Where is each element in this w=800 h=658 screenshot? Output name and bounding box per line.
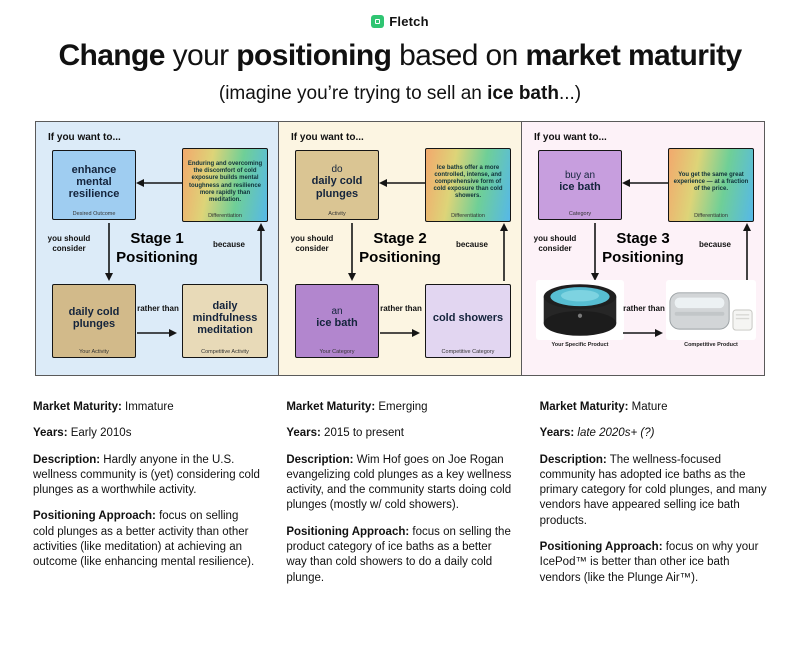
arrow-right-icon [623,329,663,337]
stage-1-description-column: Market Maturity: Immature Years: Early 2… [33,400,260,597]
icepod-product-image [536,280,624,340]
rather-than-label: rather than [137,304,179,313]
positioning-diagram: If you want to... enhance mental resilie… [35,121,765,376]
desired-outcome-box: enhance mental resilience Desired Outcom… [52,150,136,220]
activity-box: do daily cold plunges Activity [295,150,379,220]
category-box: buy an ice bath Category [538,150,622,220]
description-line: Description: Hardly anyone in the U.S. w… [33,453,260,497]
rather-than-label: rather than [623,304,665,313]
differentiation-box: Ice baths offer a more controlled, inten… [425,148,511,222]
stage-3-panel: If you want to... buy an ice bath Catego… [522,122,764,375]
arrow-left-icon [622,179,668,187]
because-label: because [212,240,246,249]
differentiation-box: Enduring and overcoming the discomfort o… [182,148,268,222]
box-caption: Competitive Category [441,349,495,355]
arrow-left-icon [136,179,182,187]
positioning-approach-line: Positioning Approach: focus on why your … [539,540,759,584]
stage-2-description-column: Market Maturity: Emerging Years: 2015 to… [286,400,513,597]
years-line: Years: 2015 to present [286,427,404,440]
brand-name: Fletch [389,14,429,29]
your-product: Your Specific Product [534,280,626,348]
box-caption: Desired Outcome [72,211,116,217]
product-caption: Competitive Product [684,342,738,348]
competitive-category-box: cold showers Competitive Category [425,284,511,358]
arrow-down-icon [591,223,599,281]
box-caption: Differentiation [208,213,242,219]
your-category-box: an ice bath Your Category [295,284,379,358]
arrow-left-icon [379,179,425,187]
years-line: Years: Early 2010s [33,427,132,440]
arrow-up-icon [257,223,265,281]
positioning-approach-line: Positioning Approach: focus on selling c… [33,510,255,569]
stage-1-panel: If you want to... enhance mental resilie… [36,122,279,375]
arrow-right-icon [380,329,420,337]
box-caption: Category [568,211,592,217]
competitive-activity-box: daily mindfulness meditation Competitive… [182,284,268,358]
stage-2-panel: If you want to... do daily cold plunges … [279,122,522,375]
years-line: Years: late 2020s+ (?) [539,427,655,440]
you-should-consider-label: you should consider [290,234,334,253]
description-line: Description: The wellness-focused commun… [539,453,767,527]
if-you-want-label: If you want to... [534,132,607,143]
brand-logo: Fletch [0,0,800,29]
you-should-consider-label: you should consider [47,234,91,253]
stage-3-description-column: Market Maturity: Mature Years: late 2020… [540,400,767,597]
competitive-product: Competitive Product [664,280,758,348]
box-caption: Differentiation [694,213,728,219]
description-line: Description: Wim Hof goes on Joe Rogan e… [286,453,512,512]
box-caption: Your Activity [79,349,109,355]
page-title: Change your positioning based on market … [58,39,742,72]
market-maturity-line: Market Maturity: Emerging [286,401,428,413]
your-activity-box: daily cold plunges Your Activity [52,284,136,358]
stage-descriptions: Market Maturity: Immature Years: Early 2… [33,400,767,597]
plunge-air-product-image [666,280,756,340]
box-caption: Your Category [319,349,355,355]
differentiation-box: You get the same great experience — at a… [668,148,754,222]
if-you-want-label: If you want to... [291,132,364,143]
rather-than-label: rather than [380,304,422,313]
if-you-want-label: If you want to... [48,132,121,143]
you-should-consider-label: you should consider [533,234,577,253]
because-label: because [698,240,732,249]
positioning-approach-line: Positioning Approach: focus on selling t… [286,525,511,584]
product-caption: Your Specific Product [551,342,609,348]
because-label: because [455,240,489,249]
arrow-down-icon [348,223,356,281]
fletch-logo-icon [371,15,385,28]
box-caption: Differentiation [451,213,485,219]
arrow-up-icon [500,223,508,281]
market-maturity-line: Market Maturity: Immature [33,401,174,413]
box-caption: Activity [328,211,346,217]
arrow-up-icon [743,223,751,281]
page-subtitle: (imagine you’re trying to sell an ice ba… [218,83,582,104]
arrow-down-icon [105,223,113,281]
market-maturity-line: Market Maturity: Mature [539,401,668,413]
box-caption: Competitive Activity [201,349,249,355]
arrow-right-icon [137,329,177,337]
